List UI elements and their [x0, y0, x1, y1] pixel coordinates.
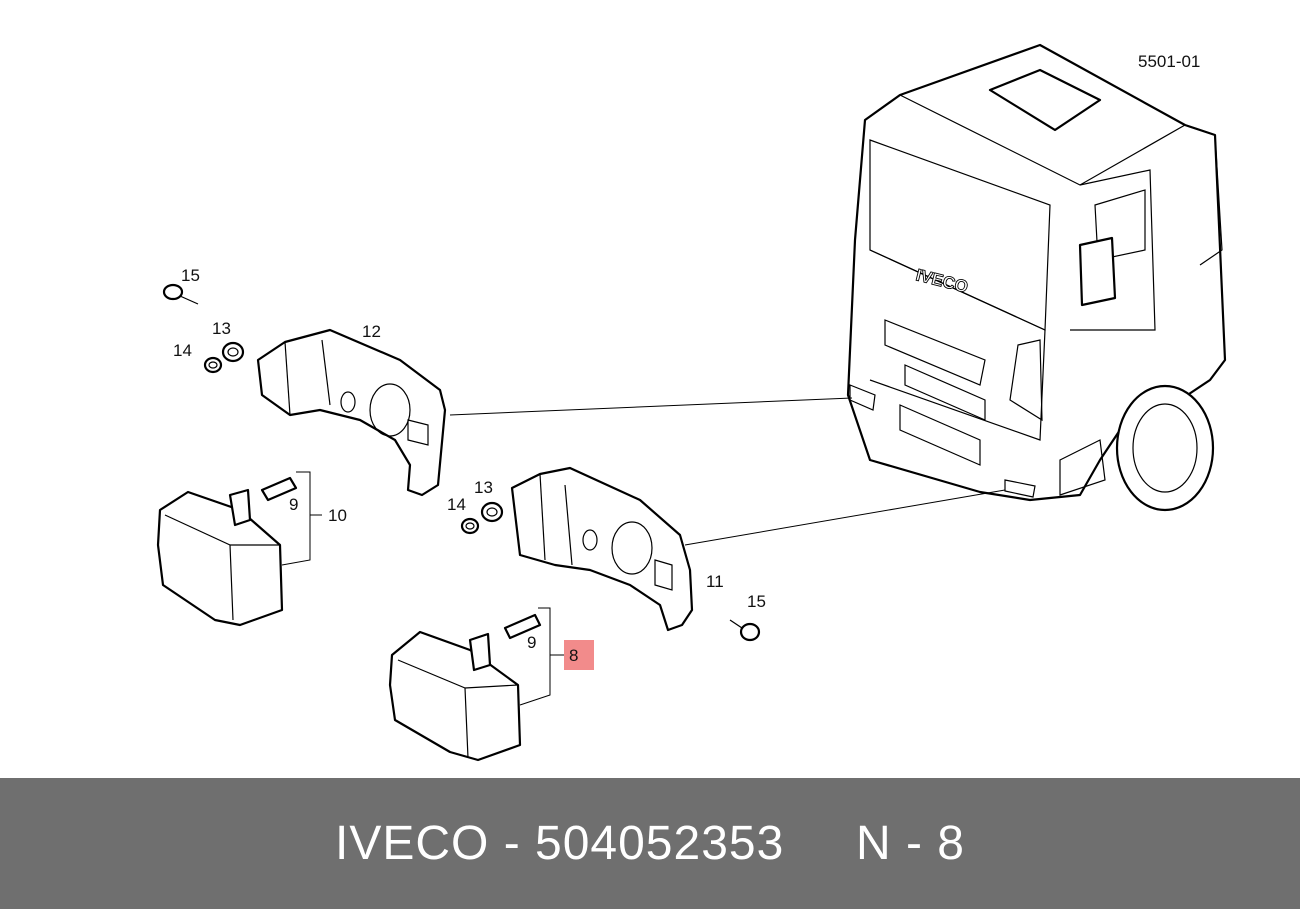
label-11: 11 — [706, 572, 724, 591]
leader-8-bracket — [519, 607, 551, 706]
lamp-8 — [388, 613, 542, 762]
screw-15-right — [729, 619, 761, 642]
label-10: 10 — [328, 506, 347, 525]
washer-14-mid — [460, 517, 480, 535]
label-9-top: 9 — [289, 495, 298, 514]
caption-part-number: 504052353 — [535, 817, 785, 870]
highlight-8 — [564, 640, 594, 670]
lamp-10 — [156, 476, 298, 627]
leader-11-to-truck — [684, 489, 1006, 546]
truck-cab: IVECO — [846, 43, 1227, 512]
label-9-bottom: 9 — [527, 633, 536, 652]
nut-13-mid — [480, 501, 504, 523]
label-14-top: 14 — [173, 341, 192, 360]
exploded-view: 5501-01 IVECO — [156, 43, 1227, 762]
label-8: 8 — [569, 646, 578, 665]
leader-12-to-truck — [449, 397, 853, 416]
bracket-12 — [256, 328, 447, 497]
parts-diagram: 5501-01 IVECO — [156, 43, 1227, 762]
leader-10-bracket — [281, 471, 311, 566]
screw-15-top — [162, 283, 199, 305]
part-caption-bar: IVECO - 504052353 N - 8 — [0, 778, 1300, 909]
label-15-top: 15 — [181, 266, 200, 285]
ref-code: 5501-01 — [1138, 52, 1200, 71]
nut-13-top — [221, 341, 245, 363]
label-14-mid: 14 — [447, 495, 466, 514]
caption-brand: IVECO — [334, 817, 490, 870]
caption-separator: - — [489, 817, 536, 870]
caption-position-prefix: N - — [855, 817, 938, 870]
label-15-right: 15 — [747, 592, 766, 611]
bracket-11 — [510, 466, 694, 632]
caption-position-number: 8 — [937, 817, 965, 870]
caption-gap — [784, 816, 856, 871]
label-13-mid: 13 — [474, 478, 493, 497]
label-12: 12 — [362, 322, 381, 341]
washer-14-top — [203, 356, 223, 374]
label-13-top: 13 — [212, 319, 231, 338]
